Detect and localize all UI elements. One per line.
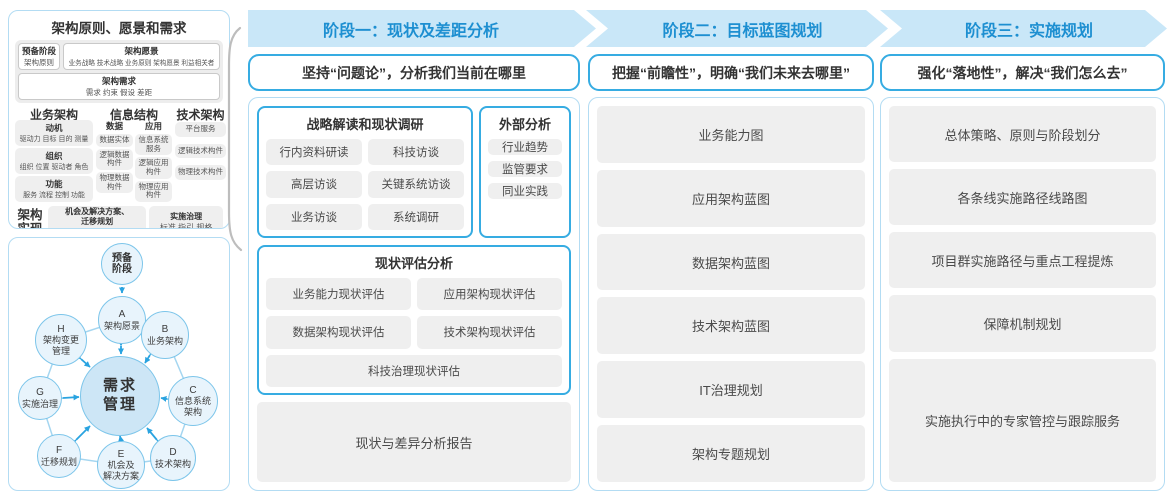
architecture-vision-title: 架构愿景	[124, 46, 159, 56]
architecture-vision-box: 架构愿景 业务战略 技术战略 业务原则 架构愿景 利益相关者	[63, 43, 220, 70]
assessment-box: 现状评估分析 业务能力现状评估 应用架构现状评估 数据架构现状评估 技术架构现状…	[257, 245, 571, 395]
external-analysis-box: 外部分析 行业趋势 监管要求 同业实践	[479, 106, 571, 238]
business-item-motivation: 动机 驱动力 目标 目的 测量	[15, 120, 93, 146]
strategy-item: 高层访谈	[266, 171, 362, 198]
business-item-organization: 组织 组织 位置 驱动者 角色	[15, 148, 93, 174]
deliverable-box: IT治理规划	[597, 361, 865, 419]
strategy-research-title: 战略解读和现状调研	[306, 117, 424, 132]
assessment-item: 应用架构现状评估	[417, 278, 562, 311]
phase3-subtitle: 强化“落地性”，解决“我们怎么去”	[880, 54, 1165, 91]
external-item: 监管要求	[488, 161, 562, 177]
prep-stage-sub: 架构原则	[24, 58, 54, 67]
phase3-column: 总体策略、原则与阶段划分 各条线实施路径线路图 项目群实施路径与重点工程提炼 保…	[880, 97, 1165, 491]
architecture-realization-label: 架构 实现	[17, 207, 43, 229]
phase2-column: 业务能力图 应用架构蓝图 数据架构蓝图 技术架构蓝图 IT治理规划 架构专题规划	[588, 97, 874, 491]
deliverable-box: 总体策略、原则与阶段划分	[889, 106, 1156, 163]
deliverable-box: 架构专题规划	[597, 425, 865, 482]
deliverable-box: 业务能力图	[597, 106, 865, 163]
assessment-item: 数据架构现状评估	[266, 316, 411, 349]
deliverable-box: 实施执行中的专家管控与跟踪服务	[889, 358, 1156, 482]
external-item: 行业趋势	[488, 139, 562, 155]
business-architecture-column: 业务架构 动机 驱动力 目标 目的 测量 组织 组织 位置 驱动者 角色 功能 …	[15, 106, 93, 202]
adm-circle-b: B 业务架构	[141, 311, 189, 359]
adm-circle-e: E 机会及 解决方案	[97, 441, 145, 489]
adm-cycle-panel: 预备 阶段 需求 管理 A 架构愿景 B 业务架构 C 信息系统 架构 D 技术…	[8, 237, 230, 491]
business-architecture-title: 业务架构	[29, 108, 78, 122]
adm-circle-g: G 实施治理	[18, 376, 62, 420]
architecture-requirements-title: 架构需求	[101, 76, 136, 86]
prep-stage-box: 预备阶段 架构原则	[18, 43, 60, 70]
adm-circle-h: H 架构变更 管理	[35, 314, 87, 366]
phase1-column: 战略解读和现状调研 行内资料研读 科技访谈 高层访谈 关键系统访谈 业务访谈 系…	[248, 97, 580, 491]
connector-bracket	[227, 26, 243, 252]
deliverable-box: 应用架构蓝图	[597, 169, 865, 227]
adm-circle-f: F 迁移规划	[37, 434, 81, 478]
assessment-item: 业务能力现状评估	[266, 278, 411, 311]
prep-stage-title: 预备阶段	[21, 46, 56, 56]
info-system-service-box: 信息系统服务	[135, 134, 172, 156]
architecture-domains-grid: 业务架构 动机 驱动力 目标 目的 测量 组织 组织 位置 驱动者 角色 功能 …	[15, 106, 226, 202]
data-entity-box: 数据实体	[96, 134, 133, 147]
gap-analysis-report-box: 现状与差异分析报告	[257, 402, 571, 482]
assessment-item: 技术架构现状评估	[417, 316, 562, 349]
deliverable-box: 保障机制规划	[889, 295, 1156, 352]
application-subcolumn: 应用 信息系统服务 逻辑应用构件 物理应用构件	[135, 120, 172, 202]
technology-architecture-title: 技术架构	[176, 108, 225, 122]
phase2-subtitle: 把握“前瞻性”，明确“我们未来去哪里”	[588, 54, 874, 91]
strategy-item: 行内资料研读	[266, 139, 362, 166]
phase3-banner: 阶段三：实施规划	[880, 10, 1167, 47]
deliverable-box: 各条线实施路径线路图	[889, 169, 1156, 226]
strategy-item: 系统调研	[368, 203, 464, 230]
panel-title: 架构原则、愿景和需求	[51, 21, 187, 36]
phase1-banner: 阶段一：现状及差距分析	[248, 10, 596, 47]
architecture-requirements-sub: 需求 约束 假设 差距	[85, 88, 153, 97]
physical-tech-box: 物理技术构件	[175, 165, 226, 180]
deliverable-box: 技术架构蓝图	[597, 297, 865, 355]
assessment-item: 科技治理现状评估	[266, 354, 562, 387]
physical-app-box: 物理应用构件	[135, 180, 172, 202]
assessment-title: 现状评估分析	[374, 256, 453, 271]
information-structure-title: 信息结构	[109, 108, 158, 122]
strategy-item: 科技访谈	[368, 139, 464, 166]
strategy-item: 业务访谈	[266, 203, 362, 230]
strategy-item: 关键系统访谈	[368, 171, 464, 198]
adm-circle-d: D 技术架构	[150, 435, 196, 481]
architecture-vision-sub: 业务战略 技术战略 业务原则 架构愿景 利益相关者	[68, 60, 215, 67]
technology-architecture-column: 技术架构 平台服务 逻辑技术构件 物理技术构件	[175, 106, 226, 202]
adm-circle-prep: 预备 阶段	[101, 243, 143, 285]
adm-center-circle: 需求 管理	[80, 356, 160, 436]
strategy-research-box: 战略解读和现状调研 行内资料研读 科技访谈 高层访谈 关键系统访谈 业务访谈 系…	[257, 106, 473, 238]
logical-app-box: 逻辑应用构件	[135, 157, 172, 179]
logical-data-box: 逻辑数据构件	[96, 148, 133, 170]
architecture-realization-row: 架构 实现 机会及解决方案、迁移规划 工作包 架构契约 实施治理 标准 指引 规…	[15, 206, 223, 229]
deliverable-box: 数据架构蓝图	[597, 233, 865, 291]
opportunities-migration-box: 机会及解决方案、迁移规划 工作包 架构契约	[48, 206, 147, 228]
vision-requirements-group: 预备阶段 架构原则 架构愿景 业务战略 技术战略 业务原则 架构愿景 利益相关者…	[15, 40, 223, 103]
business-item-function: 功能 服务 流程 控制 功能	[15, 176, 93, 202]
data-subcolumn: 数据 数据实体 逻辑数据构件 物理数据构件	[96, 120, 133, 202]
architecture-requirements-box: 架构需求 需求 约束 假设 差距	[18, 73, 220, 100]
phase1-subtitle: 坚持“问题论”，分析我们当前在哪里	[248, 54, 580, 91]
platform-service-box: 平台服务	[175, 122, 226, 137]
physical-data-box: 物理数据构件	[96, 171, 133, 194]
external-analysis-title: 外部分析	[498, 117, 551, 132]
phase2-banner: 阶段二：目标蓝图规划	[586, 10, 888, 47]
architecture-principles-panel: 架构原则、愿景和需求 预备阶段 架构原则 架构愿景 业务战略 技术战略 业务原则…	[8, 10, 230, 229]
adm-circle-a: A 架构愿景	[98, 296, 146, 344]
logical-tech-box: 逻辑技术构件	[175, 143, 226, 159]
information-structure-column: 信息结构 数据 数据实体 逻辑数据构件 物理数据构件 应用 信息系统服务 逻辑应…	[96, 106, 172, 202]
adm-circle-c: C 信息系统 架构	[168, 376, 218, 426]
deliverable-box: 项目群实施路径与重点工程提炼	[889, 232, 1156, 289]
implementation-governance-box: 实施治理 标准 指引 规格	[149, 206, 223, 228]
external-item: 同业实践	[488, 183, 562, 199]
